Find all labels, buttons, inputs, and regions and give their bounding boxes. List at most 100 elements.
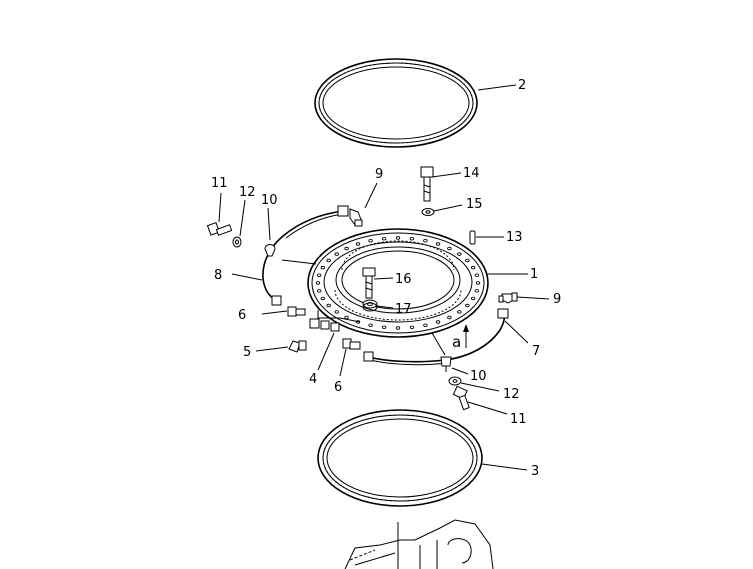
callout-4: 4 [309,372,317,387]
bolt-hole [423,323,428,327]
washer-12-left [232,236,242,248]
leader-10-top [267,207,271,241]
grease-hose-left [262,205,363,306]
bolt-hole [344,246,349,251]
callout-17: 17 [395,302,412,317]
leader-8 [231,273,263,281]
leader-hose-right-ring [431,332,446,356]
bolt-hole [465,258,470,263]
washer-17 [362,299,378,312]
leader-6-lower [339,348,347,377]
bolt-hole [395,326,401,330]
callout-7: 7 [532,344,540,359]
bolt-hole [474,273,479,277]
bolt-hole [447,246,452,251]
callout-9-top: 9 [375,167,383,182]
callout-13: 13 [506,230,523,245]
bolt-hole [423,238,428,243]
bolt-hole [465,303,470,308]
bolt-11-left [206,221,233,236]
callout-6-lower: 6 [334,380,342,395]
leader-7 [504,320,529,344]
bolt-16 [362,267,376,299]
bolt-hole [471,296,476,301]
leader-12-right [460,382,500,392]
nipple-5 [288,340,307,353]
leader-6-left [261,310,288,315]
bolt-hole [344,315,349,320]
bolt-hole [326,303,331,308]
bolt-hole [435,320,441,324]
bolt-hole [409,236,415,241]
grease-hose-right [363,292,518,372]
bolt-hole [471,265,476,270]
callout-12-right: 12 [503,387,520,402]
leader-3 [481,463,528,471]
callout-9-right: 9 [553,292,561,307]
fitting-6-lower [342,338,361,350]
leader-4 [317,332,335,371]
callout-14: 14 [463,166,480,181]
leader-15 [433,204,463,212]
frame-fragment [344,519,494,569]
leader-11-right [467,401,508,415]
leader-17 [376,305,394,309]
bolt-hole [381,325,387,329]
washer-12-right [448,376,462,386]
pin-13 [469,230,476,245]
bolt-hole [334,310,339,314]
callout-1: 1 [530,267,538,282]
callout-5: 5 [243,345,251,360]
callout-6-left: 6 [238,308,246,323]
callout-2: 2 [518,78,526,93]
callout-10-top: 10 [261,193,278,208]
seal-ring-upper [314,58,478,148]
callout-15: 15 [466,197,483,212]
swing-circle [307,228,489,338]
callout-3: 3 [531,464,539,479]
bolt-hole [409,325,415,329]
fitting-6-left [287,306,306,317]
callout-11-right: 11 [510,412,527,427]
callout-12-top: 12 [239,185,256,200]
bolt-hole [457,252,462,256]
bolt-hole [320,265,325,270]
view-label-a: a [452,333,461,351]
leader-12-top [239,199,246,237]
bolt-14 [420,166,434,202]
bolt-hole [474,289,479,293]
bolt-hole [355,242,361,246]
bolt-hole [447,315,452,320]
bolt-hole [326,258,331,263]
callout-8: 8 [214,268,222,283]
leader-11-top [218,192,222,223]
bolt-hole [317,289,322,293]
bolt-11-right [452,385,470,411]
bolt-hole [475,281,481,285]
bolt-hole [334,252,339,256]
leader-2 [477,84,517,91]
bolt-hole [368,323,373,327]
leader-9-right [516,296,550,300]
bolt-hole [320,296,325,301]
leader-hose-to-ring [281,259,317,265]
bolt-hole [457,310,462,314]
bolt-hole [395,236,401,240]
block-4 [309,318,340,332]
leader-5 [255,346,289,352]
washer-15 [421,208,435,216]
bolt-hole [368,238,373,243]
seal-ring-lower [317,409,483,507]
callout-11-top: 11 [211,176,228,191]
leader-9-top [364,182,378,209]
callout-10-right: 10 [470,369,487,384]
bolt-hole [315,281,321,285]
leader-16 [373,277,394,280]
bolt-hole [317,273,322,277]
bolt-hole [435,242,441,246]
bolt-hole [381,236,387,241]
view-arrow-a [317,310,469,348]
leader-14 [431,172,462,178]
